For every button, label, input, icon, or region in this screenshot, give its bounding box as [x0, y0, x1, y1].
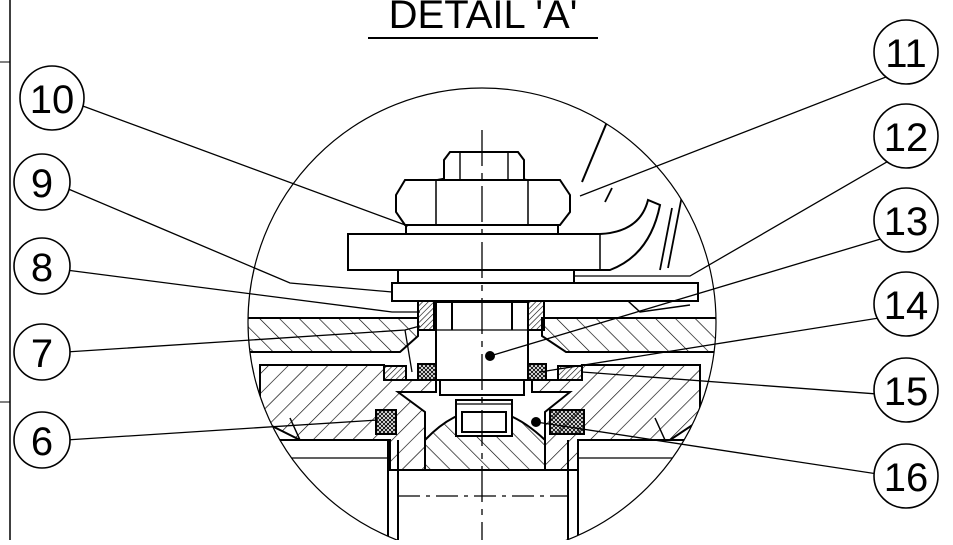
- bushing-lower-left: [417, 363, 437, 381]
- balloon-9-label: 9: [31, 162, 53, 206]
- assembly: [248, 109, 716, 540]
- washer-right: [557, 365, 583, 381]
- bushing-upper-right: [527, 299, 545, 331]
- balloon-16: 16: [873, 443, 939, 509]
- seal-ring-left: [375, 409, 397, 435]
- balloon-10: 10: [19, 65, 85, 131]
- lower-shaft: [387, 440, 579, 540]
- balloon-6-label: 6: [31, 420, 53, 464]
- balloon-10-label: 10: [30, 78, 75, 122]
- balloon-7: 7: [13, 323, 71, 381]
- plate: [391, 282, 699, 302]
- detail-title: DETAIL 'A': [389, 0, 578, 37]
- spacer: [397, 269, 575, 284]
- balloon-15-label: 15: [884, 370, 929, 414]
- balloon-8: 8: [13, 237, 71, 295]
- hex-nut: [395, 151, 571, 235]
- seal-ring-right: [549, 409, 585, 435]
- bushing-upper-left: [417, 299, 435, 331]
- balloon-15: 15: [873, 357, 939, 423]
- balloon-14: 14: [873, 271, 939, 337]
- balloon-12: 12: [873, 103, 939, 169]
- balloon-11: 11: [873, 19, 939, 85]
- washer-left: [383, 365, 407, 381]
- balloon-12-label: 12: [884, 116, 929, 160]
- balloon-8-label: 8: [31, 246, 53, 290]
- balloon-13: 13: [873, 187, 939, 253]
- balloon-16-label: 16: [884, 456, 929, 500]
- balloon-13-label: 13: [884, 200, 929, 244]
- bushing-lower-right: [527, 363, 547, 381]
- leader-lines: [65, 69, 905, 479]
- balloon-6: 6: [13, 411, 71, 469]
- balloon-9: 9: [13, 153, 71, 211]
- balloon-14-label: 14: [884, 284, 929, 328]
- balloon-11-label: 11: [885, 32, 927, 76]
- balloon-7-label: 7: [31, 332, 53, 376]
